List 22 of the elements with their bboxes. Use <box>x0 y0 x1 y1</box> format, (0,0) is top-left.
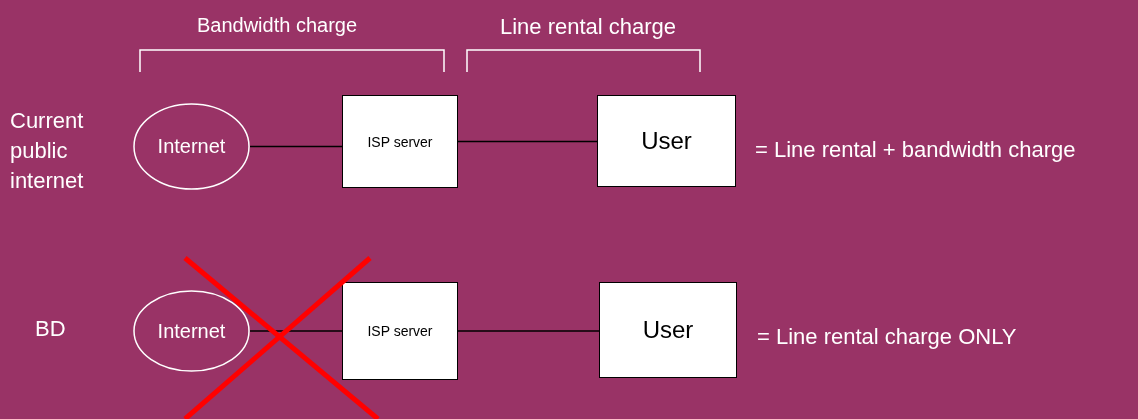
row-label: BD <box>35 316 66 342</box>
node-label: Internet <box>157 135 226 158</box>
node-box <box>342 95 458 188</box>
row-label: Current public internet <box>10 107 85 195</box>
bracket-label: Bandwidth charge <box>196 14 358 37</box>
connector-line <box>249 330 343 332</box>
node-label: Internet <box>157 319 226 343</box>
node-label: ISP server <box>367 323 433 339</box>
node-label: User <box>642 316 694 344</box>
node-label: User <box>641 127 692 155</box>
node-label: ISP server <box>367 133 433 150</box>
connector-line <box>457 330 600 332</box>
formula-text: = Line rental charge ONLY <box>757 324 1017 350</box>
node-box <box>599 282 737 378</box>
connector-line <box>249 145 343 148</box>
node-box <box>342 282 458 380</box>
formula-text: = Line rental + bandwidth charge <box>755 137 1076 163</box>
bracket-label: Line rental charge <box>499 14 677 40</box>
connector-line <box>457 140 598 143</box>
cloud-ellipse <box>133 103 250 190</box>
node-box <box>597 95 736 187</box>
cloud-ellipse <box>133 290 250 372</box>
